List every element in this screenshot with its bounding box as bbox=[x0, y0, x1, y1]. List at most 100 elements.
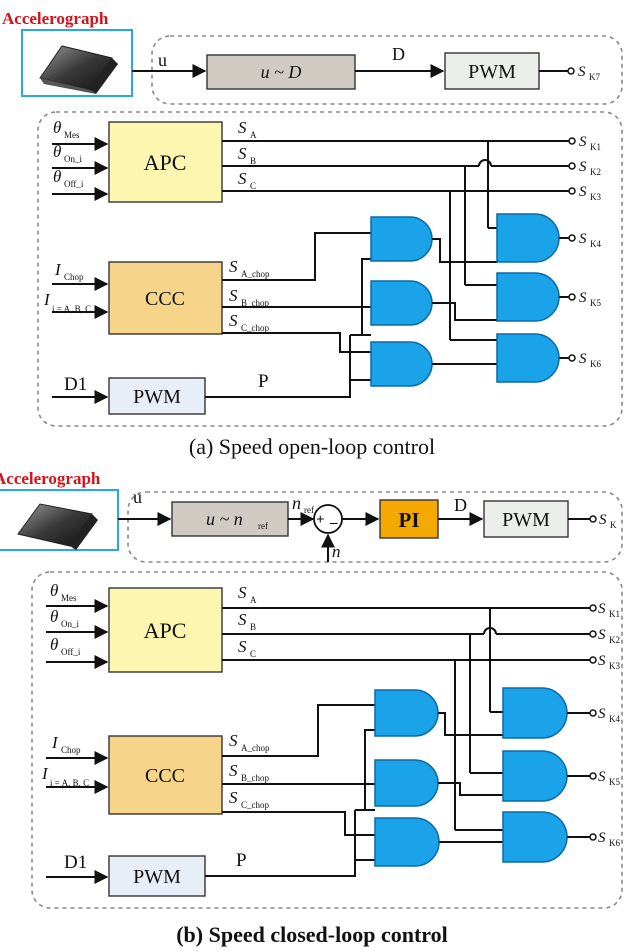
map-block-a bbox=[206, 54, 356, 90]
svg-text:θ: θ bbox=[50, 607, 58, 626]
and-gate-a3 bbox=[370, 341, 433, 387]
out-k3-b: K3 bbox=[609, 661, 620, 671]
n-fb-b: n bbox=[332, 542, 341, 561]
ccc-block-b bbox=[108, 735, 223, 815]
svg-text:S: S bbox=[229, 286, 238, 305]
svg-text:S: S bbox=[229, 731, 238, 750]
svg-text:S: S bbox=[579, 134, 587, 150]
i-abc-b: i = A, B, C bbox=[50, 778, 89, 788]
svg-text:S: S bbox=[238, 144, 247, 163]
out-k1-b: K1 bbox=[609, 609, 620, 619]
theta-off-b: Off_i bbox=[61, 647, 81, 657]
svg-text:S: S bbox=[579, 159, 587, 175]
and-gate-b1 bbox=[374, 689, 439, 737]
out-k1-a: K1 bbox=[590, 142, 601, 152]
and-gate-a5 bbox=[496, 272, 560, 322]
svg-text:I: I bbox=[54, 260, 62, 279]
svg-text:S: S bbox=[229, 788, 238, 807]
out-k4-b: K4 bbox=[609, 714, 620, 724]
and-gate-a1 bbox=[370, 216, 433, 262]
signal-u-a: u bbox=[158, 50, 167, 70]
out-k5-b: K5 bbox=[609, 777, 620, 787]
signal-d-b: D bbox=[454, 495, 467, 515]
svg-text:θ: θ bbox=[53, 142, 61, 161]
svg-text:S: S bbox=[229, 311, 238, 330]
map-block-a-label: u ~ D bbox=[261, 62, 302, 82]
svg-text:S: S bbox=[579, 290, 587, 306]
out-k3-a: K3 bbox=[590, 192, 601, 202]
and-gate-b6 bbox=[502, 811, 568, 863]
pwm-top-b bbox=[483, 500, 569, 538]
svg-text:S: S bbox=[238, 637, 247, 656]
and-gate-b2 bbox=[374, 759, 439, 807]
s-b-chop-a: B_chop bbox=[241, 298, 269, 308]
svg-text:S: S bbox=[598, 601, 606, 617]
pedal-icon bbox=[39, 45, 118, 94]
panel-b: Accelerograph u u ~ n ref n ref + _ n PI… bbox=[0, 469, 623, 947]
and-gate-a4 bbox=[496, 213, 560, 263]
s-a-chop-b: A_chop bbox=[241, 743, 270, 753]
caption-b: (b) Speed closed-loop control bbox=[176, 922, 448, 947]
map-block-b bbox=[171, 501, 289, 537]
s-c-b: C bbox=[250, 649, 256, 659]
plus-b: + bbox=[316, 512, 325, 528]
theta-mes-b: Mes bbox=[61, 593, 77, 603]
pwm-bottom-b bbox=[108, 855, 206, 897]
map-sub-b: ref bbox=[258, 521, 268, 531]
theta-mes-a: Mes bbox=[64, 130, 80, 140]
svg-text:θ: θ bbox=[50, 635, 58, 654]
out-k2-b: K2 bbox=[609, 635, 620, 645]
s-a-a: A bbox=[250, 130, 257, 140]
svg-text:θ: θ bbox=[53, 167, 61, 186]
pwm-top-b-label: PWM bbox=[502, 509, 550, 531]
ccc-label-b: CCC bbox=[145, 765, 185, 787]
svg-text:S: S bbox=[598, 653, 606, 669]
svg-text:S: S bbox=[238, 169, 247, 188]
accelerograph-label-a: Accelerograph bbox=[2, 9, 109, 28]
panel-a: Accelerograph u u ~ D D PWM S K7 θ Mes θ… bbox=[2, 9, 623, 459]
s-c-chop-a: C_chop bbox=[241, 323, 269, 333]
svg-text:S: S bbox=[229, 257, 238, 276]
theta-off-a: Off_i bbox=[64, 179, 84, 189]
apc-block-b bbox=[108, 587, 223, 673]
svg-text:S: S bbox=[579, 231, 587, 247]
svg-text:I: I bbox=[43, 290, 51, 309]
theta-on-b: On_i bbox=[61, 619, 79, 629]
pi-label: PI bbox=[399, 508, 420, 532]
n-ref-sub-b: ref bbox=[304, 505, 314, 515]
pwm-bottom-b-label: PWM bbox=[133, 866, 181, 888]
d1-b: D1 bbox=[64, 852, 87, 873]
main-dashed-box-a bbox=[37, 111, 623, 427]
apc-label-a: APC bbox=[144, 150, 187, 175]
svg-text:S: S bbox=[229, 761, 238, 780]
out-k6-b: K6 bbox=[609, 838, 620, 848]
d1-a: D1 bbox=[64, 374, 87, 395]
svg-text:S: S bbox=[578, 64, 586, 80]
svg-text:θ: θ bbox=[53, 118, 61, 137]
ccc-label-a: CCC bbox=[145, 288, 185, 310]
svg-text:I: I bbox=[41, 764, 49, 783]
minus-b: _ bbox=[329, 510, 338, 526]
out-k4-a: K4 bbox=[590, 239, 601, 249]
apc-label-b: APC bbox=[144, 618, 187, 643]
pwm-bottom-a bbox=[108, 377, 206, 415]
map-block-b-label: u ~ n bbox=[206, 509, 243, 529]
s-b-b: B bbox=[250, 622, 256, 632]
svg-text:S: S bbox=[579, 351, 587, 367]
pedal-icon bbox=[17, 503, 98, 550]
svg-text:S: S bbox=[579, 184, 587, 200]
svg-text:S: S bbox=[238, 118, 247, 137]
s-c-a: C bbox=[250, 181, 256, 191]
ccc-block-a bbox=[108, 261, 223, 335]
p-a: P bbox=[258, 371, 269, 392]
out-k5-a: K5 bbox=[590, 298, 601, 308]
and-gate-b4 bbox=[502, 687, 568, 739]
s-b-a: B bbox=[250, 156, 256, 166]
p-b: P bbox=[236, 850, 247, 871]
i-chop-a: Chop bbox=[64, 272, 84, 282]
top-dashed-box-b bbox=[127, 491, 623, 563]
s-a-b: A bbox=[250, 595, 257, 605]
and-gate-a6 bbox=[496, 333, 560, 383]
